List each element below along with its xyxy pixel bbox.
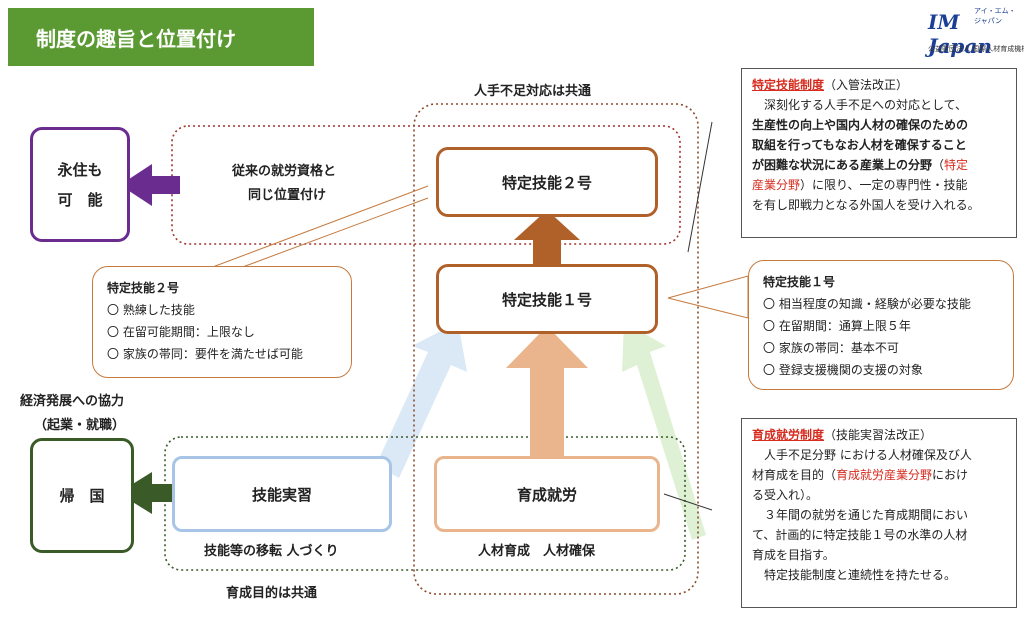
callout-1go-item: 〇 相当程度の知識・経験が必要な技能 xyxy=(763,297,971,311)
econ-line2: （起業・就職） xyxy=(34,418,126,433)
ikusei-seido-l2b: 育成就労産業分野 xyxy=(836,468,933,482)
ikusei-seido-box: 育成就労制度（技能実習法改正） 人手不足分野 における人材確保及び人 材育成を目… xyxy=(741,418,1017,608)
ikusei-seido-l2a: 材育成を目的（ xyxy=(752,468,837,482)
leader-tokutei-seido xyxy=(687,121,713,253)
tokutei-seido-l4c: 特定 xyxy=(944,158,969,172)
ikusei-seido-line: 人手不足分野 における人材確保及び人 xyxy=(752,448,972,462)
leader-ikusei-seido xyxy=(663,493,713,511)
ikusei-seido-line: て、計画的に特定技能１号の水準の人材 xyxy=(752,528,968,542)
callout-2go-item: 〇 在留可能期間：上限なし xyxy=(107,325,255,339)
callout-2go-item: 〇 家族の帯同：要件を満たせば可能 xyxy=(107,347,303,361)
callout-tokutei-1go: 特定技能１号 〇 相当程度の知識・経験が必要な技能 〇 在留期間：通算上限５年 … xyxy=(748,260,1014,390)
box-ikusei-shuro: 育成就労 xyxy=(434,456,660,532)
arrow-to-kikoku xyxy=(118,472,180,514)
transfer-label: 技能等の移転 人づくり xyxy=(204,544,339,559)
page-title: 制度の趣旨と位置付け xyxy=(8,8,314,66)
leader-1go xyxy=(667,275,749,319)
ikusei-seido-line: 育成を目指す。 xyxy=(752,548,835,562)
logo-sub-text: 公益財団法人 国際人材育成機構 xyxy=(928,45,1024,53)
ikusei-seido-title: 育成就労制度 xyxy=(752,428,825,442)
ikusei-sub-label: 人材育成 人材確保 xyxy=(478,544,596,559)
arrow-ikusei-to-1go xyxy=(506,326,588,458)
tokutei-seido-l5b: ）に限り、一定の専門性・技能 xyxy=(800,178,968,192)
tokutei-seido-line: を有し即戦力となる外国人を受け入れる。 xyxy=(752,198,980,212)
ikusei-seido-line: 特定技能制度と連続性を持たせる。 xyxy=(752,568,957,582)
eiju-line2: 可 能 xyxy=(57,190,103,209)
tokutei-seido-note: （入管法改正） xyxy=(824,78,909,92)
im-japan-logo: IM Japan アイ・エム・ジャパン 公益財団法人 国際人材育成機構 xyxy=(928,6,1024,58)
ikusei-seido-line: ３年間の就労を通じた育成期間におい xyxy=(752,508,969,522)
box-tokutei-2go: 特定技能２号 xyxy=(436,147,658,217)
ikusei-seido-line: る受入れ）。 xyxy=(752,488,819,502)
tokutei-seido-title: 特定技能制度 xyxy=(752,78,825,92)
ikusei-seido-l2c: におけ xyxy=(932,468,969,482)
tokutei-seido-l4b: （ xyxy=(932,158,945,172)
box-kikoku: 帰 国 xyxy=(30,438,134,553)
callout-tokutei-2go: 特定技能２号 〇 熟練した技能 〇 在留可能期間：上限なし 〇 家族の帯同：要件… xyxy=(92,266,352,378)
ikusei-seido-note: （技能実習法改正） xyxy=(824,428,933,442)
blue-transition-arrow xyxy=(376,322,467,478)
top-label: 人手不足対応は共通 xyxy=(474,84,592,99)
tokutei-seido-line: 取組を行ってもなお人材を確保すること xyxy=(752,138,967,152)
leader-2go-b xyxy=(239,197,429,269)
logo-main-text: IM Japan xyxy=(928,10,992,58)
callout-1go-head: 特定技能１号 xyxy=(763,275,836,289)
box-tokutei-1go: 特定技能１号 xyxy=(436,264,658,334)
box-eiju: 永住も 可 能 xyxy=(30,127,130,242)
conventional-line1: 従来の就労資格と xyxy=(232,164,337,179)
tokutei-seido-box: 特定技能制度（入管法改正） 深刻化する人手不足への対応として、 生産性の向上や国… xyxy=(741,68,1017,238)
arrow-to-eiju xyxy=(120,164,180,206)
tokutei-seido-l5a: 産業分野 xyxy=(752,178,801,192)
callout-2go-head: 特定技能２号 xyxy=(107,281,180,295)
leader-2go xyxy=(209,185,429,269)
tokutei-seido-line: 深刻化する人手不足への対応として、 xyxy=(752,98,968,112)
eiju-line1: 永住も xyxy=(57,160,103,179)
arrow-1go-to-2go xyxy=(514,210,580,272)
tokutei-seido-l4a: が困難な状況にある産業上の分野 xyxy=(752,158,933,172)
callout-1go-item: 〇 家族の帯同：基本不可 xyxy=(763,341,899,355)
logo-kana-text: アイ・エム・ジャパン xyxy=(974,7,1016,25)
callout-1go-item: 〇 在留期間：通算上限５年 xyxy=(763,319,911,333)
bottom-label: 育成目的は共通 xyxy=(226,586,318,601)
conventional-line2: 同じ位置付け xyxy=(248,188,327,203)
econ-line1: 経済発展への協力 xyxy=(20,394,125,409)
tokutei-seido-line: 生産性の向上や国内人材の確保のための xyxy=(752,118,969,132)
callout-1go-item: 〇 登録支援機関の支援の対象 xyxy=(763,363,923,377)
callout-2go-item: 〇 熟練した技能 xyxy=(107,303,195,317)
center-dotted-frame xyxy=(413,103,699,595)
box-ginou-jisshu: 技能実習 xyxy=(172,456,392,532)
